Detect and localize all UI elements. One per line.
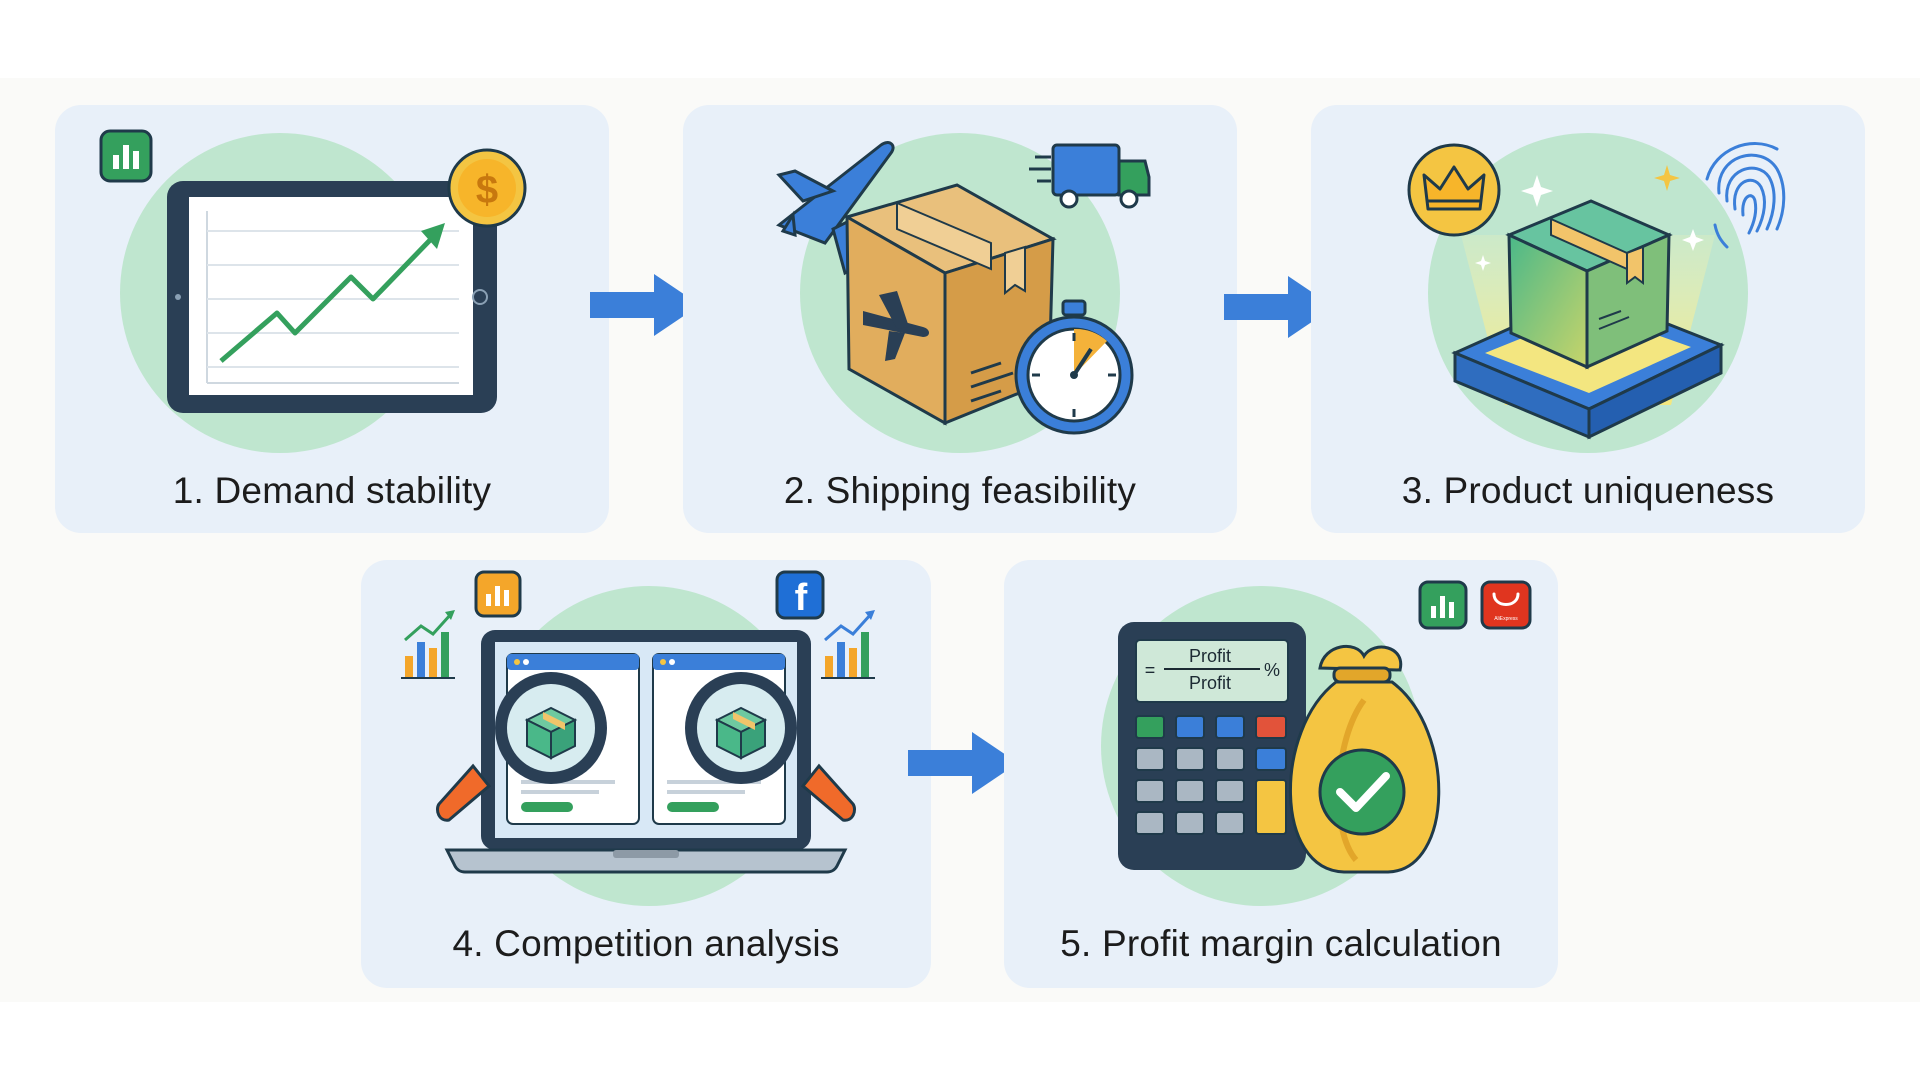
- step-card-product-uniqueness: 3. Product uniqueness: [1311, 105, 1865, 533]
- magnifier-icon: [685, 672, 857, 822]
- analytics-badge-icon: [1418, 580, 1468, 630]
- bar-chart-icon: [401, 610, 455, 679]
- tablet-chart-icon: [167, 181, 497, 413]
- aliexpress-label: AliExpress: [1494, 616, 1518, 622]
- calculator-percent: %: [1264, 660, 1280, 680]
- crown-badge-icon: [1407, 143, 1501, 237]
- step-card-profit-margin: AliExpress Profit Profit = %: [1004, 560, 1558, 988]
- aliexpress-icon: AliExpress: [1480, 580, 1532, 630]
- step-label: 3. Product uniqueness: [1401, 470, 1775, 511]
- analytics-badge-icon: [99, 129, 153, 183]
- analytics-badge-icon: [474, 570, 522, 618]
- dollar-symbol: $: [476, 168, 498, 212]
- dollar-coin-icon: $: [447, 148, 527, 228]
- bar-chart-icon: [821, 610, 875, 679]
- delivery-truck-icon: [1029, 143, 1151, 209]
- calculator-equals: =: [1145, 660, 1156, 680]
- step-card-demand-stability: $ 1. Demand stability: [55, 105, 609, 533]
- facebook-icon: f: [775, 570, 825, 620]
- glowing-box-icon: [1505, 199, 1673, 370]
- arrow-right-icon: [1224, 276, 1334, 338]
- step-label: 1. Demand stability: [172, 470, 492, 511]
- checkmark-icon: [1318, 748, 1406, 836]
- facebook-letter: f: [795, 577, 808, 619]
- step-label: 4. Competition analysis: [452, 923, 840, 964]
- calculator-icon: Profit Profit = %: [1118, 622, 1306, 870]
- calculator-numerator: Profit: [1189, 646, 1231, 666]
- step-card-competition-analysis: f: [361, 560, 931, 988]
- magnifier-icon: [435, 672, 607, 822]
- step-label: 2. Shipping feasibility: [783, 470, 1137, 511]
- arrow-right-icon: [590, 274, 700, 336]
- arrow-right-icon: [908, 732, 1018, 794]
- stopwatch-icon: [1014, 299, 1134, 435]
- fingerprint-icon: [1705, 142, 1786, 249]
- sparkle-icon: [1475, 165, 1704, 271]
- step-label: 5. Profit margin calculation: [1060, 923, 1502, 964]
- step-card-shipping-feasibility: 2. Shipping feasibility: [683, 105, 1237, 533]
- calculator-denominator: Profit: [1189, 673, 1231, 693]
